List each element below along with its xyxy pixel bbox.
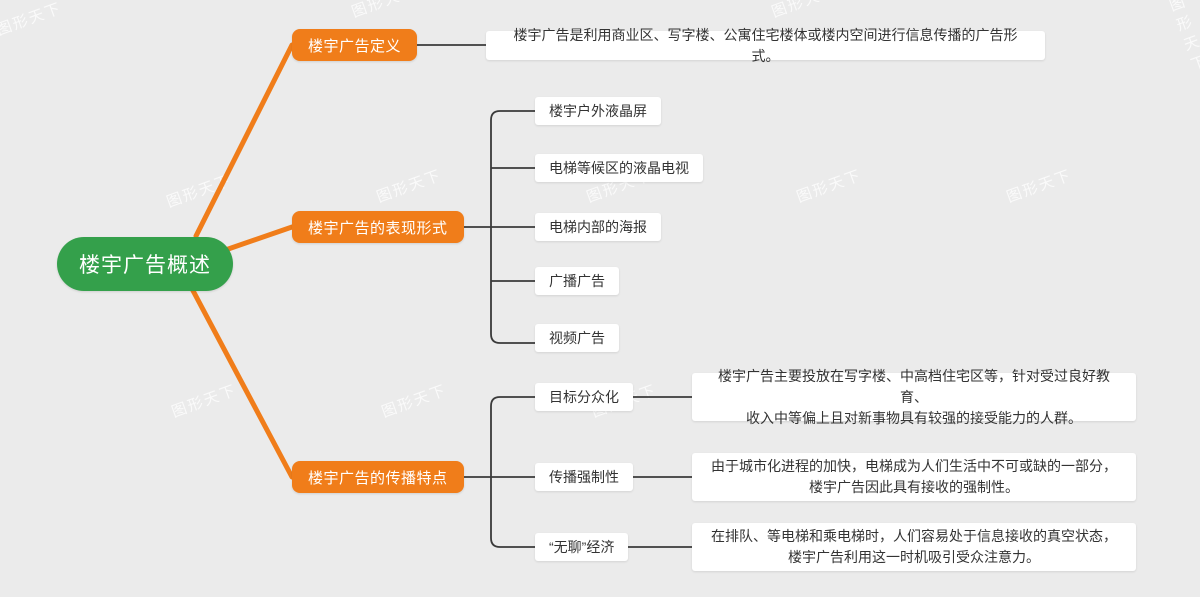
branch-node-characteristics[interactable]: 楼宇广告的传播特点: [292, 461, 464, 493]
branch-node-label: 楼宇广告的传播特点: [308, 469, 448, 487]
desc-text-line-1: 在排队、等电梯和乘电梯时，人们容易处于信息接收的真空状态，: [711, 528, 1117, 544]
watermark: 图形天下: [374, 165, 445, 207]
leaf-node-label: 传播强制性: [549, 469, 619, 485]
leaf-node-label: 电梯等候区的液晶电视: [549, 160, 689, 176]
leaf-node-target-segmentation[interactable]: 目标分众化: [535, 383, 633, 411]
watermark: 图形天下: [164, 170, 235, 212]
leaf-node-elevator-lobby-tv[interactable]: 电梯等候区的液晶电视: [535, 154, 703, 182]
watermark: 图形天下: [169, 380, 240, 422]
connector-root-to-branch-1: [193, 42, 295, 239]
desc-box-boredom-economy: 在排队、等电梯和乘电梯时，人们容易处于信息接收的真空状态， 楼宇广告利用这一时机…: [692, 523, 1136, 571]
leaf-node-boredom-economy[interactable]: “无聊”经济: [535, 533, 629, 561]
watermark: 图形天下: [349, 0, 420, 22]
watermark: 图形天下: [794, 165, 865, 207]
leaf-node-label: “无聊”经济: [549, 539, 615, 555]
leaf-node-label: 楼宇户外液晶屏: [549, 103, 647, 119]
desc-text-line-2: 楼宇广告利用这一时机吸引受众注意力。: [788, 549, 1040, 565]
branch-node-definition[interactable]: 楼宇广告定义: [292, 29, 418, 61]
branch-node-label: 楼宇广告的表现形式: [308, 219, 448, 237]
leaf-node-video-ad[interactable]: 视频广告: [535, 324, 619, 352]
desc-text-line-1: 由于城市化进程的加快，电梯成为人们生活中不可或缺的一部分，: [711, 458, 1117, 474]
leaf-node-outdoor-lcd[interactable]: 楼宇户外液晶屏: [535, 97, 661, 125]
watermark: 图形天下: [1166, 0, 1200, 74]
leaf-node-label: 电梯内部的海报: [549, 219, 647, 235]
connector-branch-2-bracket: [490, 110, 535, 344]
leaf-node-elevator-poster[interactable]: 电梯内部的海报: [535, 213, 661, 241]
desc-box-definition: 楼宇广告是利用商业区、写字楼、公寓住宅楼体或楼内空间进行信息传播的广告形式。: [486, 27, 1045, 64]
watermark: 图形天下: [769, 0, 840, 22]
watermark: 图形天下: [0, 0, 65, 40]
connector-branch-3-bracket: [490, 396, 535, 548]
desc-box-forced-exposure: 由于城市化进程的加快，电梯成为人们生活中不可或缺的一部分， 楼宇广告因此具有接收…: [692, 453, 1136, 501]
branch-node-forms[interactable]: 楼宇广告的表现形式: [292, 211, 464, 243]
desc-text-line-2: 收入中等偏上且对新事物具有较强的接受能力的人群。: [746, 409, 1082, 426]
leaf-node-label: 目标分众化: [549, 389, 619, 405]
connector-root-to-branch-3: [187, 282, 295, 480]
leaf-node-forced-exposure[interactable]: 传播强制性: [535, 463, 633, 491]
leaf-node-label: 广播广告: [549, 273, 605, 289]
desc-text: 楼宇广告是利用商业区、写字楼、公寓住宅楼体或楼内空间进行信息传播的广告形式。: [513, 26, 1018, 64]
leaf-node-label: 视频广告: [549, 330, 605, 346]
desc-box-target-segmentation: 楼宇广告主要投放在写字楼、中高档住宅区等，针对受过良好教育、 收入中等偏上且对新…: [692, 368, 1136, 426]
watermark: 图形天下: [379, 380, 450, 422]
branch-node-label: 楼宇广告定义: [308, 37, 402, 55]
watermark: 图形天下: [1004, 165, 1075, 207]
root-node-label: 楼宇广告概述: [79, 254, 211, 277]
leaf-node-broadcast-ad[interactable]: 广播广告: [535, 267, 619, 295]
desc-text-line-1: 楼宇广告主要投放在写字楼、中高档住宅区等，针对受过良好教育、: [718, 367, 1110, 405]
desc-text-line-2: 楼宇广告因此具有接收的强制性。: [809, 479, 1019, 495]
root-node[interactable]: 楼宇广告概述: [57, 237, 233, 291]
